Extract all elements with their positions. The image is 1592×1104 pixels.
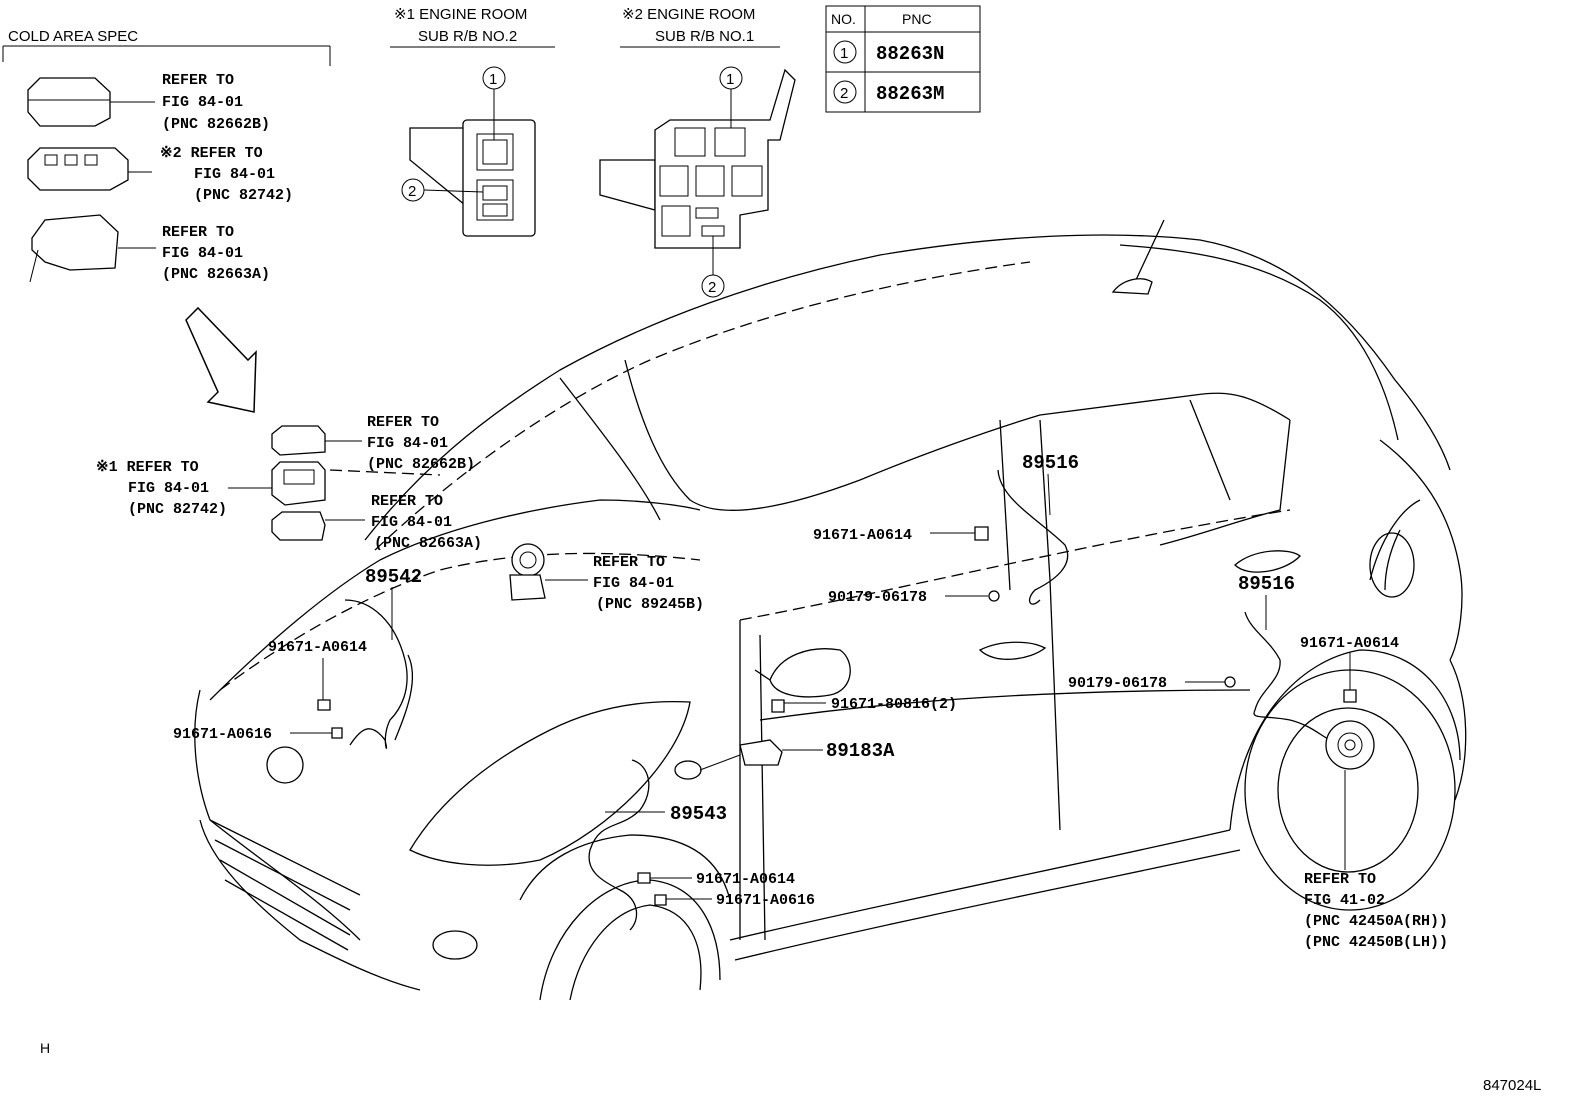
rb2-callout-2: 2 — [708, 279, 716, 296]
fuse-ref-top-1: REFER TO — [367, 414, 439, 431]
pnc-row1-value: 88263N — [876, 43, 944, 65]
fuse-ref-left-3: (PNC 82742) — [128, 501, 227, 518]
fuse-ref-left-1: ※1 REFER TO — [96, 459, 199, 476]
lower-case-icon — [31, 214, 119, 271]
rb1-callout-2: 2 — [408, 183, 416, 200]
clip-door-06178: 90179-06178 — [828, 589, 927, 606]
cold-ref1-line1: REFER TO — [162, 72, 234, 89]
bolt-mid-a0614: 91671-A0614 — [696, 871, 795, 888]
rb2-title: ※2 ENGINE ROOM — [622, 6, 755, 23]
cold-area-title: COLD AREA SPEC — [8, 28, 138, 45]
pnc-row1-no: 1 — [840, 45, 848, 62]
clip-rear-06178: 90179-06178 — [1068, 675, 1167, 692]
hub-ref-2: FIG 41-02 — [1304, 892, 1385, 909]
pnc-row2-no: 2 — [840, 85, 848, 102]
wheel-hub-icon — [1325, 720, 1375, 770]
harness-89516-upper: 89516 91671-A0614 90179-06178 — [813, 452, 1079, 606]
rb1-callout-1: 1 — [489, 71, 497, 88]
bolt-80816: 91671-80816(2) — [831, 696, 957, 713]
lower-case-small-icon — [271, 511, 326, 541]
fuse-ref-top-3: (PNC 82662B) — [367, 456, 475, 473]
spiral-ref-3: (PNC 89245B) — [596, 596, 704, 613]
sensor-89542: 89542 91671-A0614 91671-A0616 — [173, 566, 422, 749]
cold-area-block: COLD AREA SPEC REFER TO FIG 84-01 (PNC 8… — [2, 28, 331, 413]
pnc-table-header-no: NO. — [831, 11, 856, 27]
fuse-cover-icon — [27, 77, 111, 127]
part-89543: 89543 — [670, 803, 727, 825]
rb2-subtitle: SUB R/B NO.1 — [655, 28, 754, 45]
cold-ref1-line3: (PNC 82662B) — [162, 116, 270, 133]
fuse-ref-bottom-2: FIG 84-01 — [371, 514, 452, 531]
fuse-ref-bottom-1: REFER TO — [371, 493, 443, 510]
pointer-arrow-icon — [185, 306, 257, 413]
rb1-subtitle: SUB R/B NO.2 — [418, 28, 517, 45]
pnc-table: NO. PNC 1 88263N 2 88263M — [825, 5, 981, 113]
spiral-cable-part: REFER TO FIG 84-01 (PNC 89245B) — [509, 543, 704, 613]
spiral-ref-2: FIG 84-01 — [593, 575, 674, 592]
footer-mark: H — [40, 1040, 50, 1056]
hub-ref-3: (PNC 42450A(RH)) — [1304, 913, 1448, 930]
spiral-ref-1: REFER TO — [593, 554, 665, 571]
hub-ref-1: REFER TO — [1304, 871, 1376, 888]
sensor-89543: 89543 91671-A0614 91671-A0616 — [588, 759, 815, 931]
rb1-title: ※1 ENGINE ROOM — [394, 6, 527, 23]
fuse-cover-small-icon — [271, 425, 326, 456]
hub-ref-4: (PNC 42450B(LH)) — [1304, 934, 1448, 951]
part-89516-upper: 89516 — [1022, 452, 1079, 474]
part-89542: 89542 — [365, 566, 422, 588]
pnc-row2-value: 88263M — [876, 83, 944, 105]
hood-fuse-parts: REFER TO FIG 84-01 (PNC 82662B) ※1 REFER… — [96, 414, 482, 552]
relay-box-no2: ※1 ENGINE ROOM SUB R/B NO.2 1 2 — [390, 6, 555, 237]
yaw-sensor-icon — [739, 739, 783, 766]
spiral-cable-icon — [511, 543, 545, 577]
sensor-89183a: 91671-80816(2) 89183A — [699, 696, 957, 771]
cold-ref3-line3: (PNC 82663A) — [162, 266, 270, 283]
cold-ref2-line1: ※2 REFER TO — [160, 145, 263, 162]
harness-89516-lower: 89516 90179-06178 91671-A0614 REFER TO F… — [1068, 573, 1448, 951]
diagram-code: 847024L — [1483, 1077, 1541, 1094]
cold-ref1-line2: FIG 84-01 — [162, 94, 243, 111]
cold-ref2-line2: FIG 84-01 — [194, 166, 275, 183]
vehicle-outline — [194, 219, 1467, 1001]
cold-ref2-line3: (PNC 82742) — [194, 187, 293, 204]
rb2-callout-1: 1 — [726, 71, 734, 88]
part-89183a: 89183A — [826, 740, 895, 762]
bolt-mid-a0616: 91671-A0616 — [716, 892, 815, 909]
bolt-rear-a0614: 91671-A0614 — [1300, 635, 1399, 652]
bolt-front-a0614: 91671-A0614 — [268, 639, 367, 656]
relay-box-no1: ※2 ENGINE ROOM SUB R/B NO.1 1 2 — [599, 6, 796, 298]
part-89516-lower: 89516 — [1238, 573, 1295, 595]
fuse-ref-bottom-3: (PNC 82663A) — [374, 535, 482, 552]
cold-ref3-line2: FIG 84-01 — [162, 245, 243, 262]
fuse-ref-left-2: FIG 84-01 — [128, 480, 209, 497]
bolt-front-a0616: 91671-A0616 — [173, 726, 272, 743]
fuse-ref-top-2: FIG 84-01 — [367, 435, 448, 452]
bolt-door-a0614: 91671-A0614 — [813, 527, 912, 544]
cold-ref3-line1: REFER TO — [162, 224, 234, 241]
pnc-table-header-pnc: PNC — [902, 11, 932, 27]
relay-block-icon — [27, 147, 129, 191]
